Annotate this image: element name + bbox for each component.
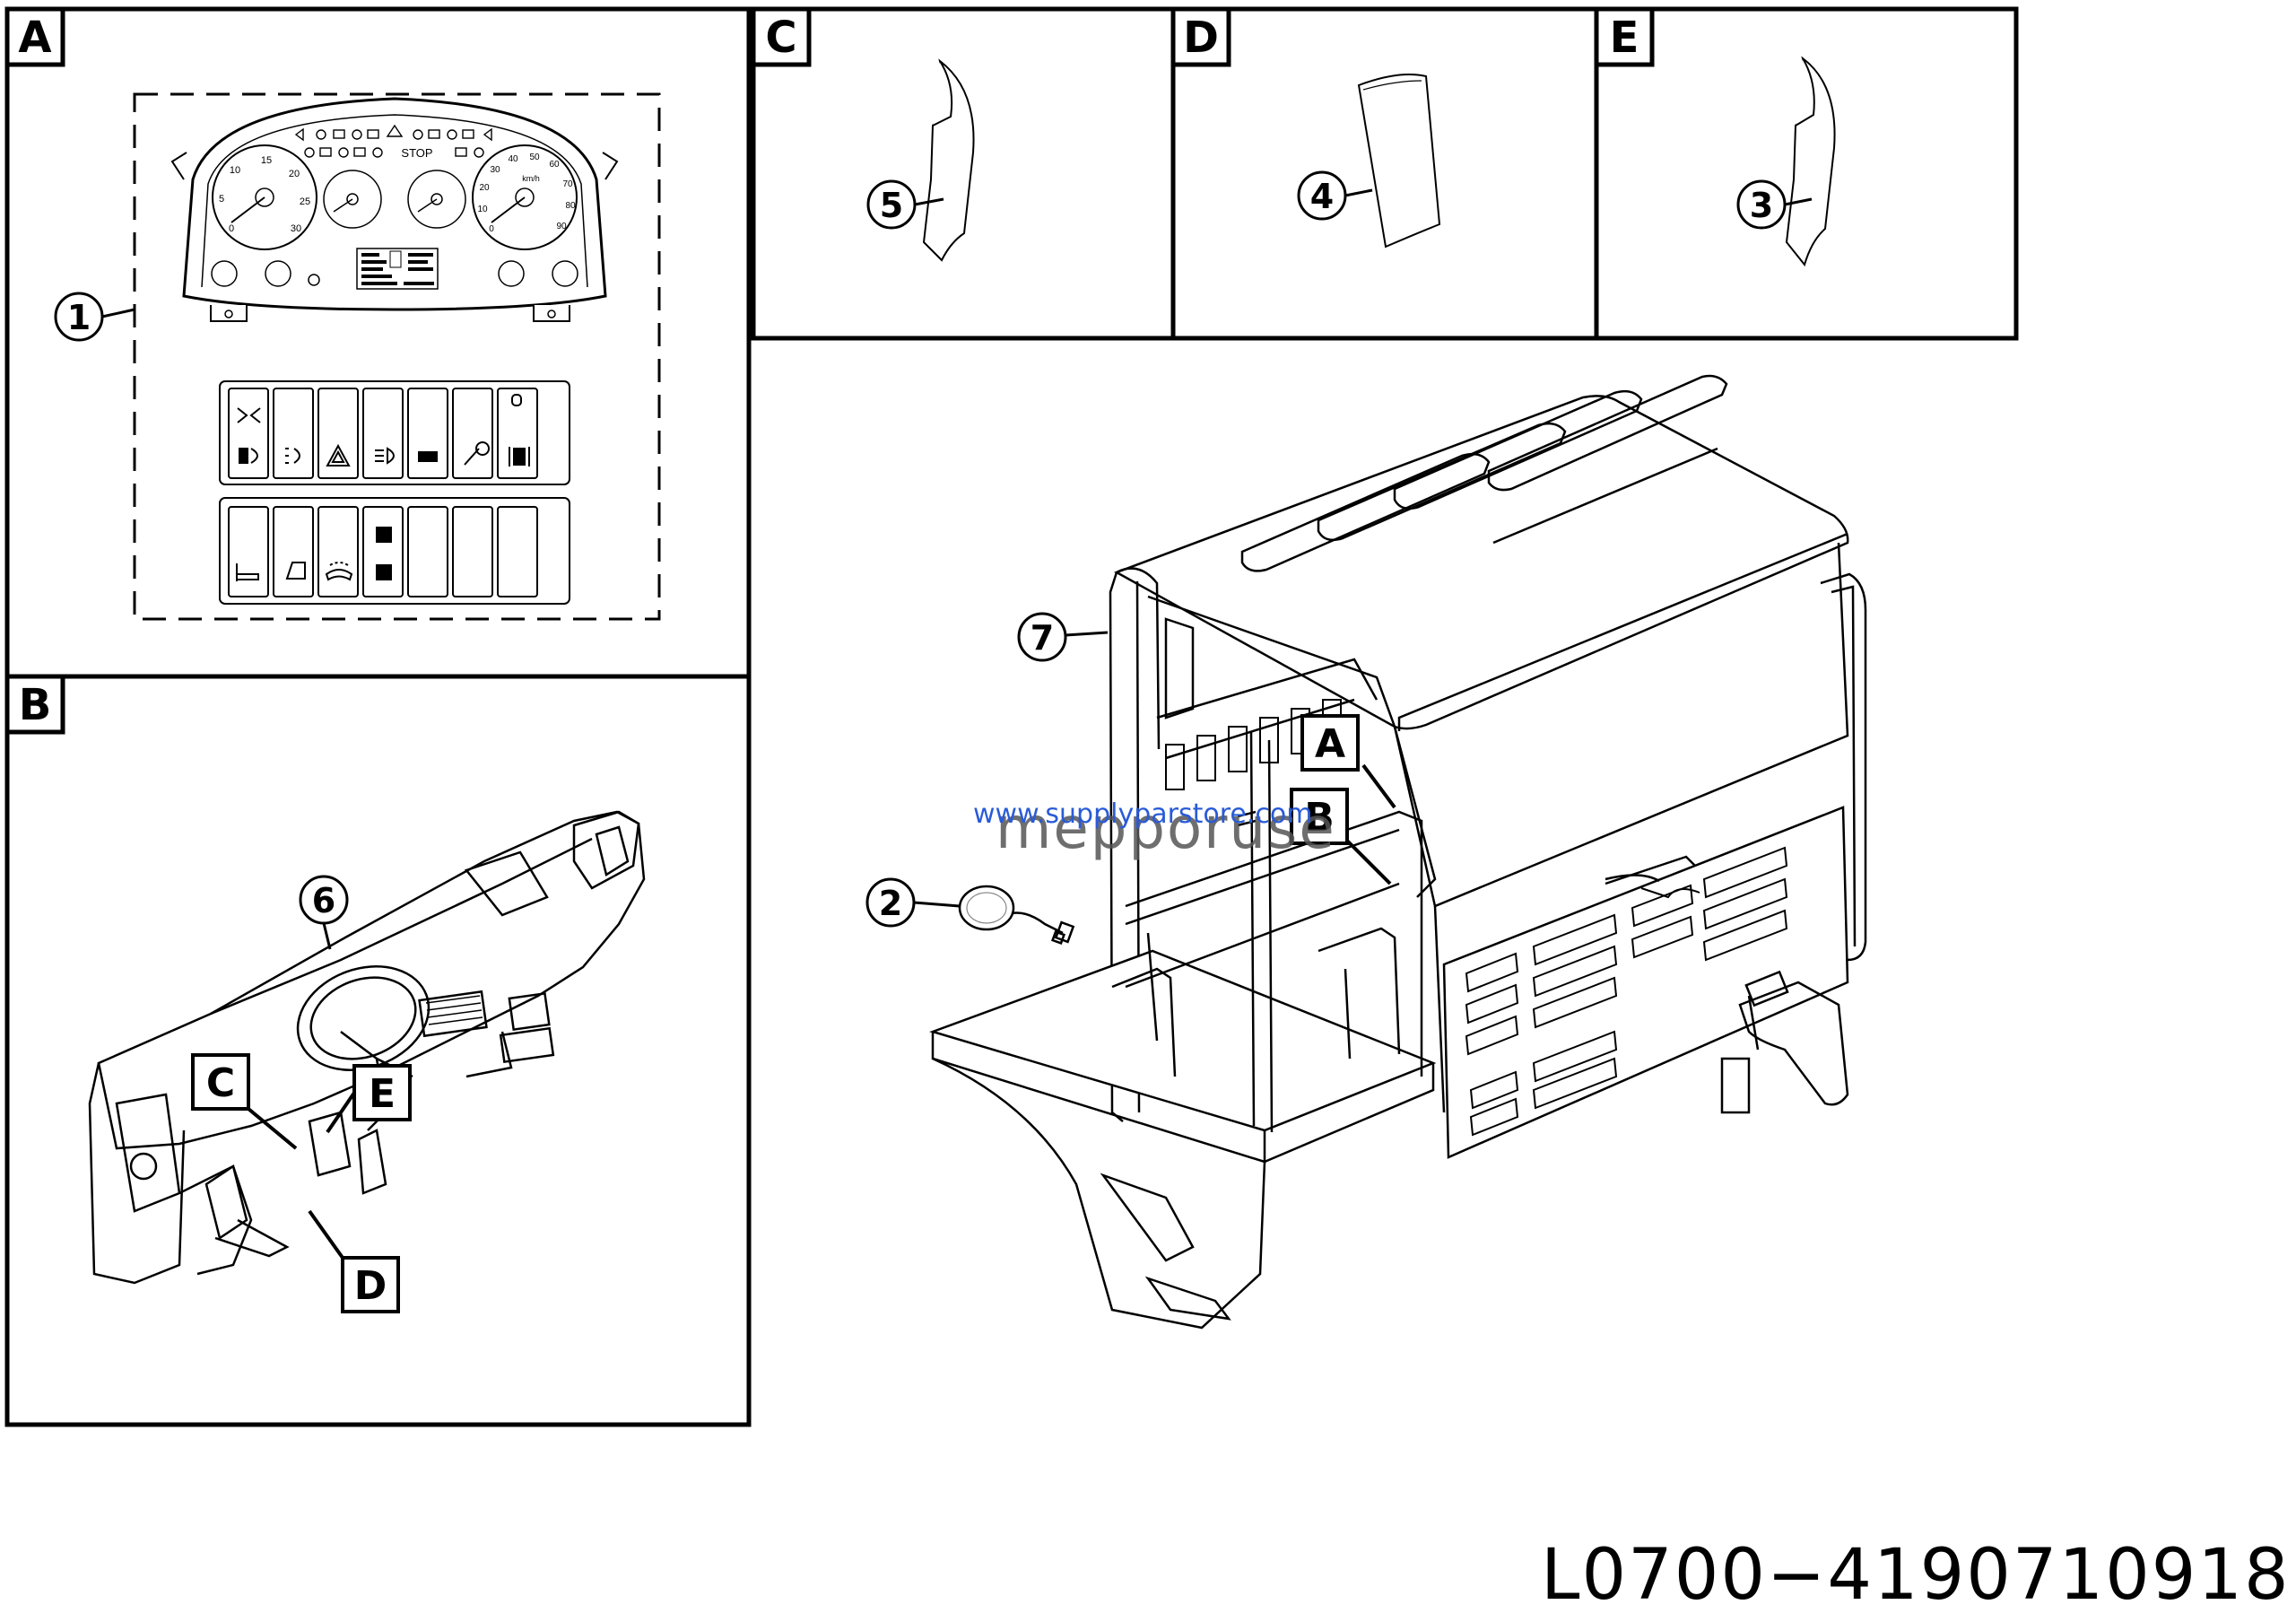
callout-2: 2	[879, 884, 902, 923]
decal-5	[922, 58, 975, 262]
callout-4: 4	[1310, 177, 1334, 216]
callout-5: 5	[880, 186, 903, 225]
svg-text:10: 10	[230, 165, 240, 176]
cab-markers: A B	[1290, 714, 1396, 885]
panel-d-label: D	[1183, 13, 1219, 63]
svg-text:km/h: km/h	[522, 174, 540, 183]
dash-marker-e: E	[369, 1071, 396, 1117]
panel-e-frame	[1594, 6, 2019, 341]
small-gauges	[211, 170, 578, 287]
svg-text:0: 0	[229, 223, 234, 234]
decal-3	[1785, 56, 1836, 267]
dash-markers: C E D	[191, 1053, 412, 1313]
fender-step	[932, 1057, 1266, 1330]
cab-marker-b: B	[1304, 795, 1335, 841]
watermark-brand: mepporuse	[996, 796, 1336, 862]
svg-text:30: 30	[291, 223, 301, 234]
roof-ribs	[1240, 374, 1728, 572]
cab-grille	[1442, 806, 1849, 1159]
callout-6: 6	[312, 881, 335, 920]
svg-text:70: 70	[562, 179, 573, 189]
panel-a-label: A	[18, 13, 51, 63]
dashed-boundary	[133, 92, 661, 621]
callout-3: 3	[1750, 186, 1773, 225]
cluster-housing	[182, 97, 607, 311]
grille-slots	[1465, 846, 1788, 1137]
tachometer-gauge: 0 5 10 15 20 25 30	[212, 144, 317, 250]
panel-letter-boxes: A B C D E	[4, 6, 1655, 735]
svg-text:80: 80	[565, 201, 576, 211]
callout-7: 7	[1031, 618, 1054, 658]
dash-marker-d: D	[354, 1263, 387, 1309]
panel-e-label: E	[1610, 13, 1639, 63]
warning-lamp-row	[294, 124, 492, 158]
svg-text:50: 50	[529, 153, 540, 162]
switch-panel-lower	[219, 497, 570, 605]
panel-frames	[4, 6, 2019, 1427]
dash-marker-c: C	[206, 1060, 235, 1106]
svg-text:30: 30	[490, 165, 500, 175]
svg-text:0: 0	[489, 224, 494, 234]
switch-panel-upper	[219, 380, 570, 485]
drawing-code: L0700−4190710918	[1541, 1535, 2291, 1616]
decal-4	[1357, 74, 1441, 249]
part-2-component	[958, 885, 1075, 946]
svg-text:5: 5	[219, 194, 224, 205]
svg-text:10: 10	[477, 205, 488, 214]
dashboard-group	[88, 810, 646, 1285]
switch-symbols-upper	[237, 394, 530, 467]
speedometer-gauge: km/h 0 10 20 30 40 50 60 70 80 90	[472, 144, 578, 250]
panel-c-label: C	[765, 13, 796, 63]
instrument-cluster-group: 1 0 5 10 15 20 25 30 km	[54, 92, 661, 621]
cab-marker-a: A	[1315, 721, 1345, 767]
svg-text:25: 25	[300, 196, 310, 207]
stop-lamp-label: STOP	[401, 146, 432, 160]
svg-text:90: 90	[556, 222, 567, 231]
svg-text:40: 40	[508, 154, 518, 164]
watermark-url: www.supplyparstore.com	[973, 798, 1312, 830]
switch-symbols-lower	[236, 527, 392, 581]
callout-7-circle	[1017, 612, 1067, 662]
panel-b-frame	[4, 674, 752, 1427]
cab-roof	[1114, 395, 1849, 730]
svg-text:20: 20	[479, 183, 490, 193]
svg-text:20: 20	[289, 169, 300, 179]
cluster-lcd	[356, 248, 439, 290]
svg-text:15: 15	[261, 155, 272, 166]
panel-b-label: B	[19, 680, 52, 730]
svg-text:60: 60	[549, 160, 560, 170]
callout-1: 1	[67, 298, 91, 337]
dashboard-body	[97, 810, 646, 1150]
